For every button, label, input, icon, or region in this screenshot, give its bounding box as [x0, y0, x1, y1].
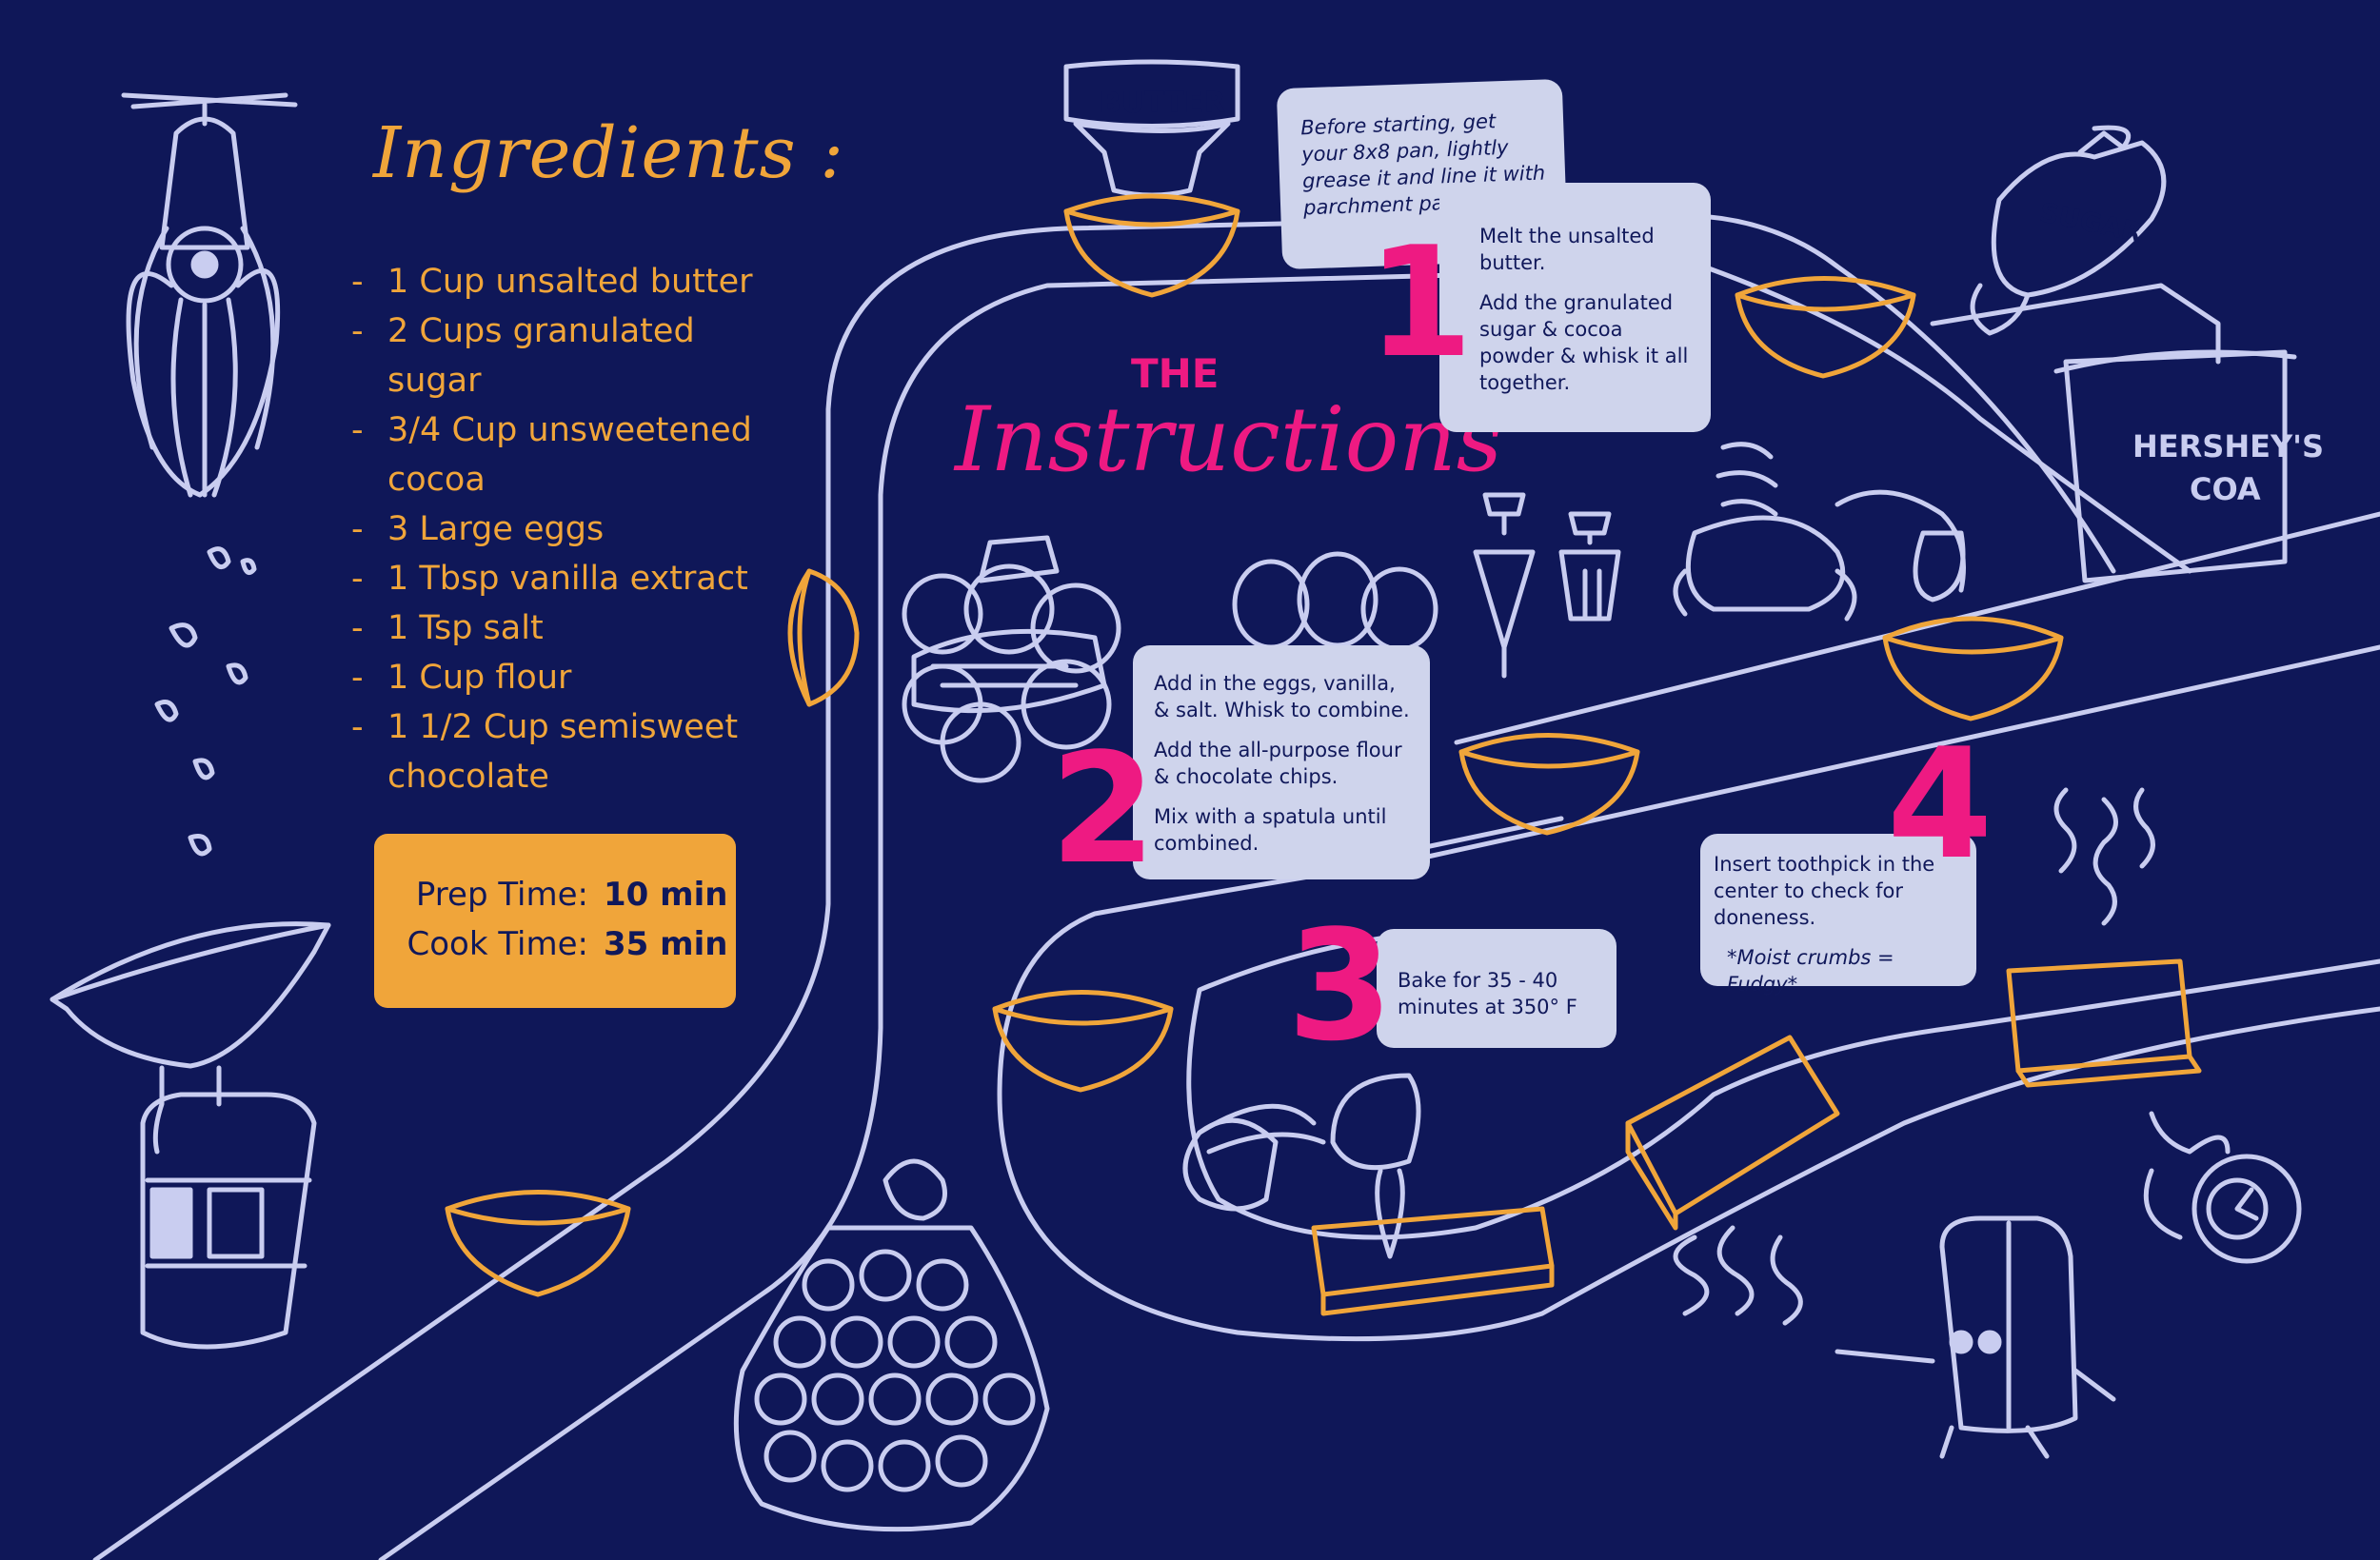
ingredient-item: 1 Cup flour	[347, 653, 795, 702]
cook-time-label: Cook Time:	[407, 925, 588, 963]
steam-icon	[2053, 787, 2155, 926]
egg-icon	[1232, 551, 1438, 652]
baking-pan-icon	[1625, 1035, 1840, 1231]
instructions-title: Instructions	[955, 388, 1503, 492]
stand-mixer-icon	[50, 921, 331, 1350]
instructions-the: THE	[1131, 350, 1220, 397]
ingredient-item: 3 Large eggs	[347, 504, 795, 554]
step-1-line: Add the granulated sugar & cocoa powder …	[1479, 291, 1689, 394]
cocoa-box-sublabel: COA	[2190, 471, 2261, 507]
flour-pile-icon	[902, 535, 1121, 783]
baking-pan-icon	[1311, 1206, 1555, 1316]
step-2-number: 2	[1050, 720, 1157, 898]
step-4-number: 4	[1887, 715, 1993, 893]
ingredients-title: Ingredients :	[373, 112, 845, 194]
mixing-bowl-icon	[1882, 616, 2064, 721]
step-4-note: *Moist crumbs = Fudgy*	[1727, 946, 1894, 996]
step-1-line: Melt the unsalted butter.	[1479, 225, 1655, 274]
sugar-label: SUGAR	[2036, 196, 2145, 248]
oven-icon	[1835, 1215, 2116, 1459]
mixing-bowl-icon	[445, 1190, 631, 1297]
step-3-number: 3	[1287, 897, 1394, 1075]
mixing-bowl-icon	[1735, 276, 1916, 379]
step-2-line: Add the all-purpose flour & chocolate ch…	[1154, 739, 1402, 788]
sugar-bag-icon	[1930, 125, 2221, 365]
cocoa-box-icon	[2053, 349, 2297, 583]
chocolate-chips-icon	[154, 546, 257, 857]
road-edge-outer	[92, 212, 2116, 1560]
step-1-card: Melt the unsalted butter. Add the granul…	[1439, 183, 1711, 432]
mixing-bowl-icon	[787, 568, 860, 707]
mixing-bowl-icon	[1458, 733, 1640, 836]
baking-pan-icon	[2006, 958, 2202, 1088]
mixing-bowl-icon	[992, 990, 1174, 1093]
ingredient-item: 1 Tsp salt	[347, 603, 795, 653]
ingredient-item: 2 Cups granulated sugar	[347, 306, 795, 405]
step-2-card: Add in the eggs, vanilla, & salt. Whisk …	[1133, 645, 1430, 879]
mixing-bowl-icon	[1063, 193, 1240, 298]
ingredient-item: 3/4 Cup unsweetened cocoa	[347, 405, 795, 504]
chocolate-cake-icon	[733, 1158, 1050, 1532]
butter-label: BUTTER	[1100, 87, 1225, 120]
prep-time-row: Prep Time: 10 min	[374, 876, 736, 925]
prep-time-label: Prep Time:	[415, 876, 588, 914]
mixer-character-icon	[1673, 442, 1966, 622]
prep-time-value: 10 min	[604, 876, 728, 914]
step-2-line: Mix with a spatula until combined.	[1154, 805, 1387, 855]
whisk-icon	[121, 92, 298, 498]
pouring-bowl-icon	[1182, 1073, 1421, 1259]
road-curve-3	[997, 854, 2380, 1342]
cook-time-row: Cook Time: 35 min	[374, 925, 736, 975]
alarm-clock-icon	[2143, 1111, 2302, 1264]
step-4-line: Insert toothpick in the center to check …	[1714, 853, 1935, 929]
ingredient-item: 1 Cup unsalted butter	[347, 257, 795, 306]
ingredient-item: 1 Tbsp vanilla extract	[347, 554, 795, 603]
ingredients-list: 1 Cup unsalted butter 2 Cups granulated …	[347, 257, 795, 801]
step-4-card: Insert toothpick in the center to check …	[1700, 834, 1976, 996]
egg-beater-icon	[1473, 492, 1621, 679]
step-3-line: Bake for 35 - 40 minutes at 350° F	[1398, 969, 1577, 1018]
time-box: Prep Time: 10 min Cook Time: 35 min	[374, 834, 736, 1008]
step-3-card: Bake for 35 - 40 minutes at 350° F	[1377, 929, 1616, 1048]
smoke-icon	[1673, 1225, 1803, 1326]
ingredient-item: 1 1/2 Cup semisweet chocolate	[347, 702, 795, 801]
cocoa-box-label: HERSHEY'S	[2132, 428, 2324, 464]
road-lane-2	[1425, 644, 2380, 859]
cook-time-value: 35 min	[604, 925, 728, 963]
step-1-number: 1	[1367, 213, 1474, 391]
step-2-line: Add in the eggs, vanilla, & salt. Whisk …	[1154, 672, 1410, 721]
butter-dish-icon	[1063, 59, 1240, 198]
